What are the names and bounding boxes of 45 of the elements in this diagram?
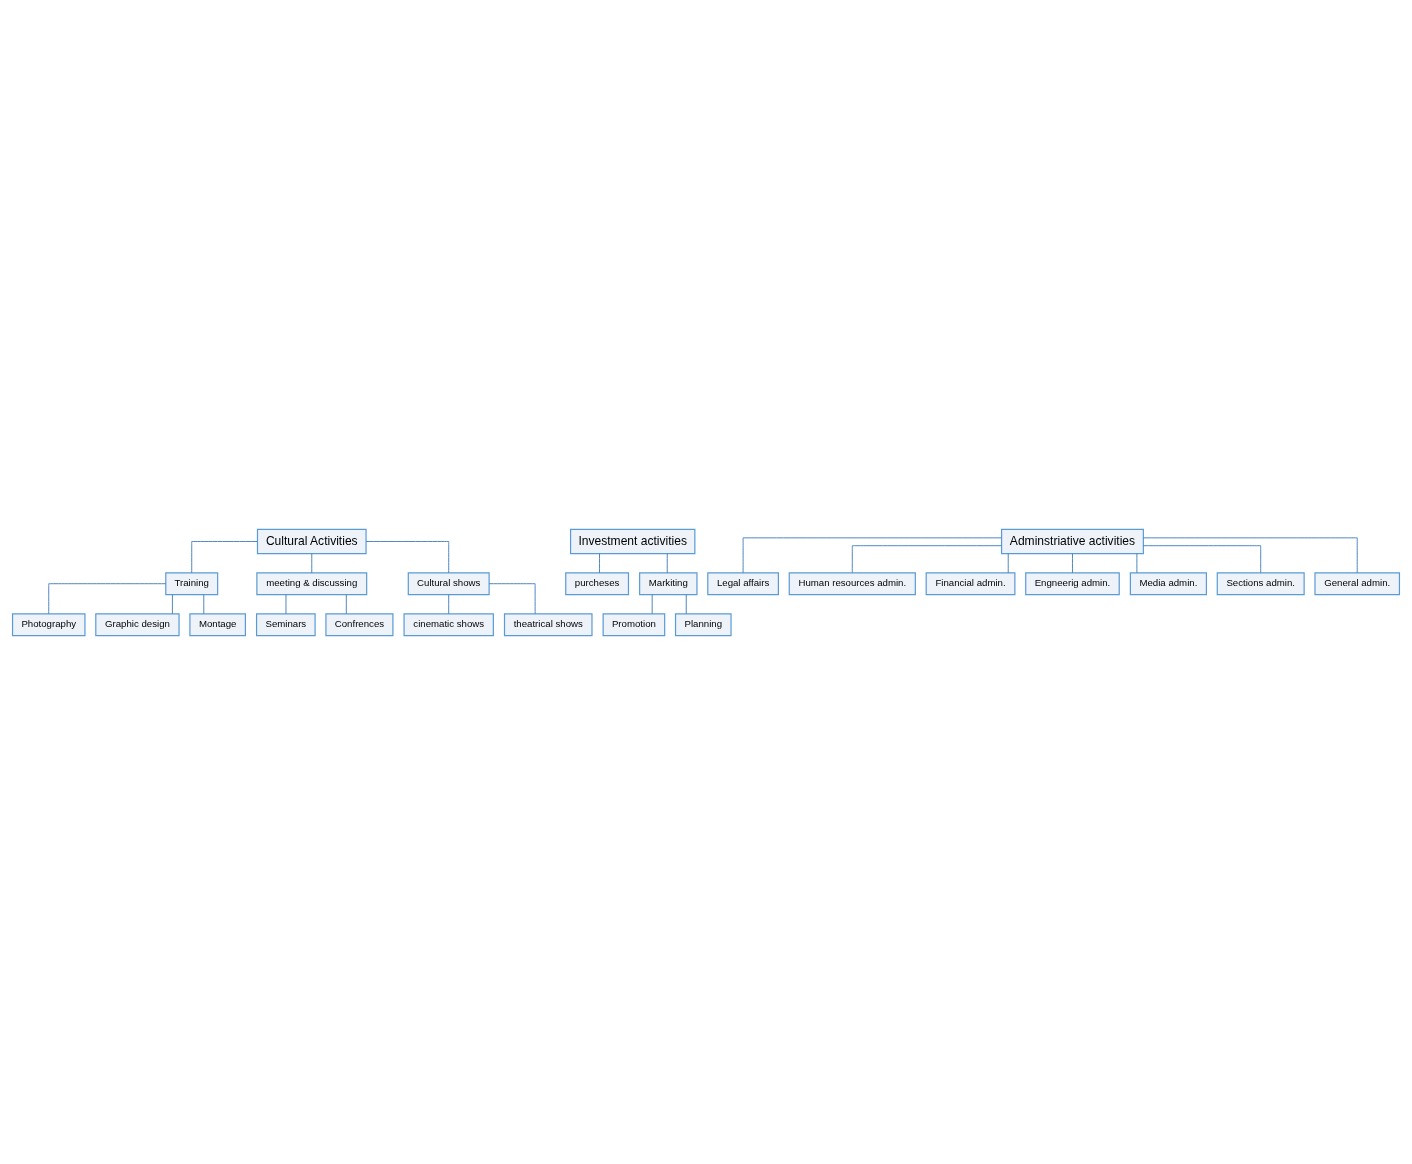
connector xyxy=(1142,536,1358,573)
connector xyxy=(191,540,258,573)
node-box: General admin. xyxy=(1314,571,1401,595)
connector xyxy=(1007,552,1009,573)
connector xyxy=(666,552,668,573)
node-box: Promotion xyxy=(602,612,666,636)
connector xyxy=(1072,552,1073,573)
node-box: purcheses xyxy=(565,571,630,595)
node-box: Adminstriative activities xyxy=(1001,528,1144,554)
node-box: Markiting xyxy=(639,571,698,595)
node-box: Financial admin. xyxy=(925,571,1016,595)
node-box: Engneerig admin. xyxy=(1025,571,1120,595)
node-box: Montage xyxy=(189,612,246,636)
connector xyxy=(851,544,1002,573)
connector xyxy=(448,593,450,614)
connector xyxy=(599,552,600,573)
connector xyxy=(345,593,347,614)
connector xyxy=(48,582,167,614)
connector xyxy=(285,593,287,614)
node-box: Photography xyxy=(11,612,86,636)
node-box: Investment activities xyxy=(569,528,696,554)
connector xyxy=(171,593,173,614)
node-box: Confrences xyxy=(325,612,394,636)
connector xyxy=(1136,552,1138,573)
node-box: cinematic shows xyxy=(403,612,494,636)
node-box: Seminars xyxy=(255,612,316,636)
connector xyxy=(1142,544,1262,573)
connector xyxy=(488,582,536,614)
node-box: Cultural shows xyxy=(407,571,490,595)
connector xyxy=(742,536,1002,573)
connector xyxy=(203,593,205,614)
node-box: Sections admin. xyxy=(1216,571,1305,595)
connector xyxy=(651,593,653,614)
node-box: theatrical shows xyxy=(503,612,593,636)
node-box: Human resources admin. xyxy=(788,571,916,595)
node-box: Media admin. xyxy=(1129,571,1207,595)
node-box: Legal affairs xyxy=(707,571,779,595)
node-box: Graphic design xyxy=(95,612,180,636)
node-box: Cultural Activities xyxy=(256,528,367,554)
node-box: meeting & discussing xyxy=(256,571,368,595)
node-box: Training xyxy=(165,571,219,595)
node-box: Planning xyxy=(674,612,732,636)
connector xyxy=(311,552,313,573)
connector xyxy=(685,593,687,614)
connector xyxy=(365,540,450,573)
